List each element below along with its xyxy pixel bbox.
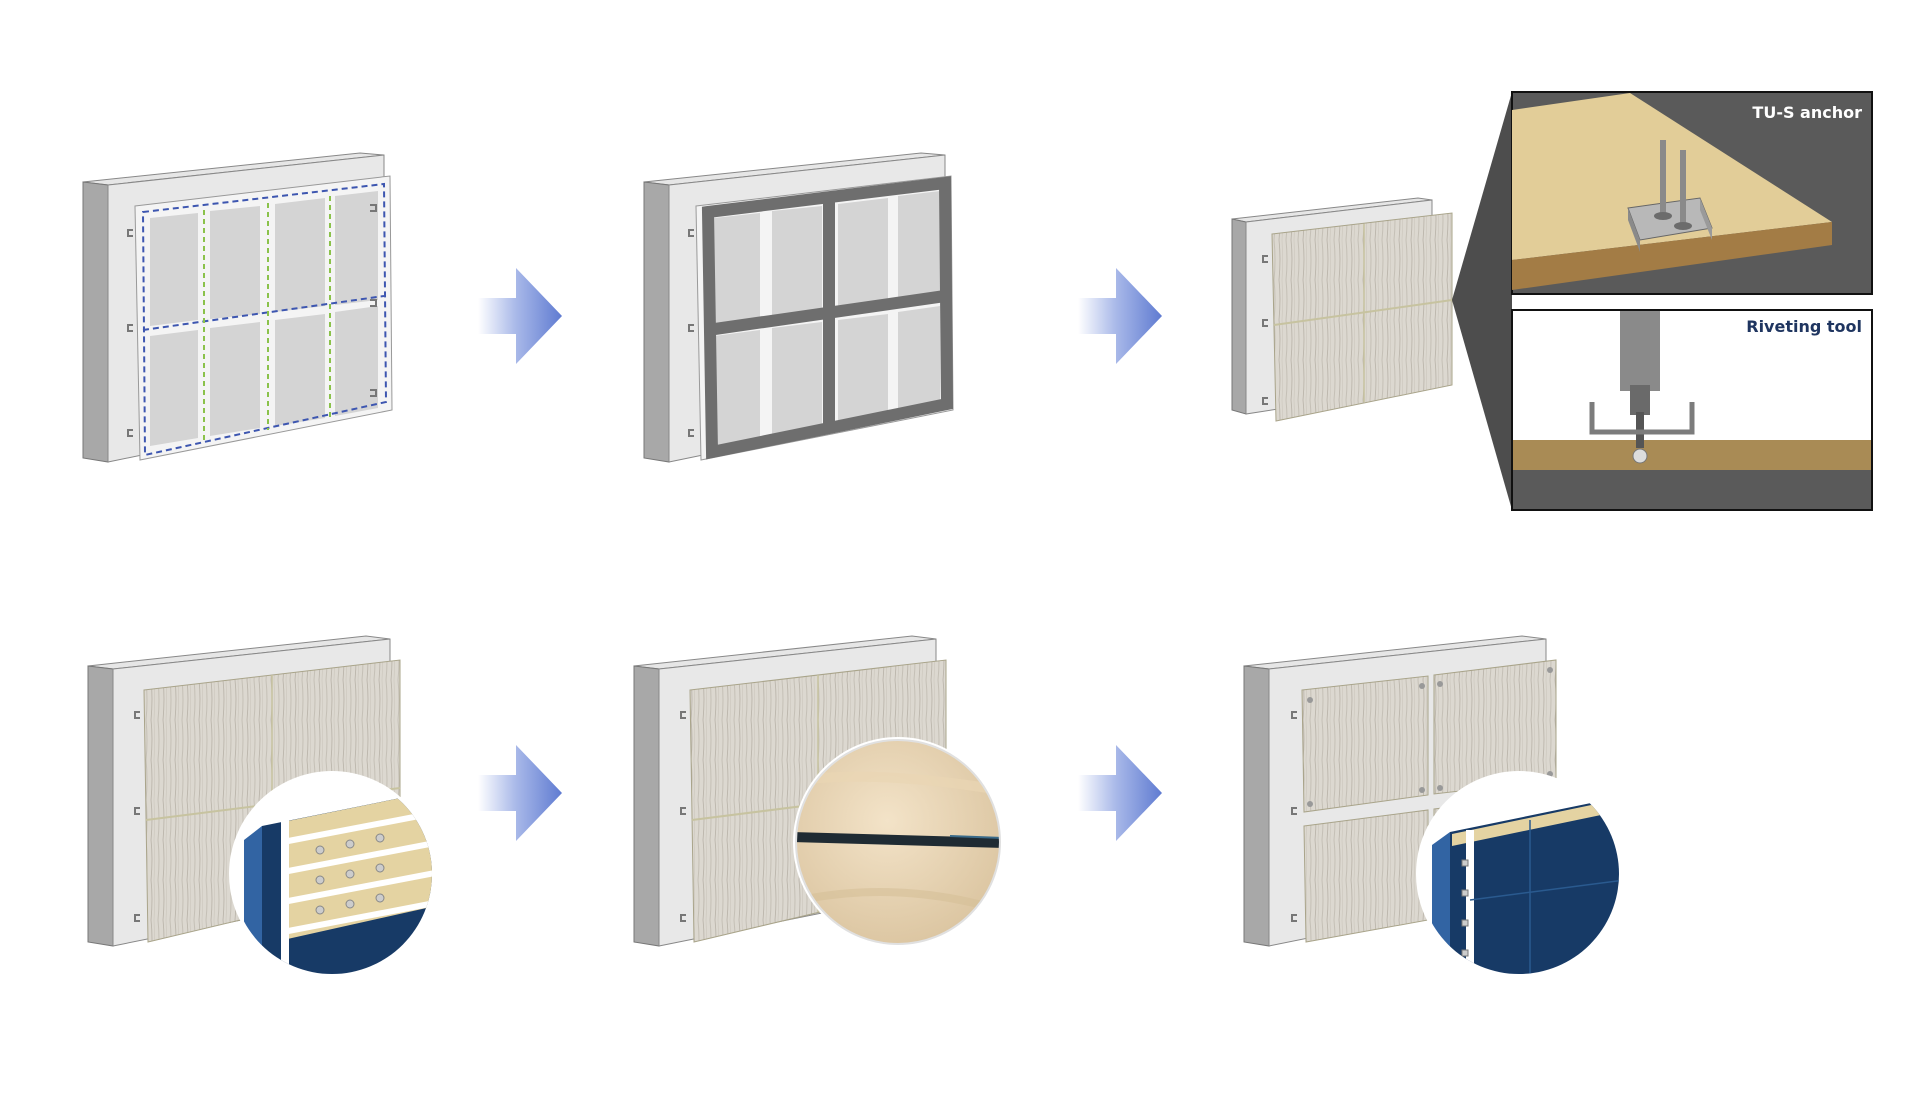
anchor-detail-callout: TU-S anchor [1511,91,1873,295]
finished-wall [1243,635,1622,977]
bracket-icons [134,711,140,922]
panel-zone-7 [275,314,325,426]
panel-anchored-wall [1231,92,1512,510]
tool-label: Riveting tool [1746,317,1862,336]
panel-zone [898,191,940,305]
panel-zone [838,314,888,426]
panel-attachment-zoom-circle [1416,771,1622,977]
frame-layout-wall [82,152,393,463]
slab-edge [1512,222,1832,290]
wall-side [1243,665,1270,947]
panel-zone [714,330,760,446]
frame-installed-wall [643,152,954,463]
wall-side [82,181,109,463]
wall-side [1231,218,1247,415]
wall-side [87,665,114,947]
panel-zone-8 [335,306,378,416]
slab-top [1512,93,1832,260]
bracket-icons [1262,255,1268,405]
rivet-heads [1307,667,1553,807]
bracket-icons [680,711,686,922]
wood-panel-lower-left [1303,809,1429,943]
callout-wedge [1452,92,1512,510]
bracket-icons [1291,711,1297,922]
panel-joint-h [1273,299,1453,326]
process-arrow-4 [1078,745,1162,841]
process-arrow-2 [1078,268,1162,364]
panel-zone [714,213,760,326]
insulation-detail-wall [87,635,435,977]
riveting-detail-callout: Riveting tool [1511,309,1873,511]
panel-zone-6 [210,322,260,436]
anchor-label: TU-S anchor [1752,103,1862,122]
panel-zone [838,198,888,312]
wood-panel-cladding [1271,212,1453,422]
layout-line-blue [141,182,388,457]
steel-subframe [701,176,954,460]
insulation-zoom-circle [229,771,435,977]
panel-zone [772,206,822,319]
subframe-outline [134,175,393,461]
panel-zone [772,322,822,436]
panel-zone-3 [275,198,325,312]
wall-side [633,665,660,947]
bracket-icons [127,204,377,437]
sealant-joint-zoom-circle [793,737,1003,947]
panel-zone [898,306,940,416]
anchor-channel [1627,140,1713,252]
wood-panel-upper-left [1301,675,1429,813]
substrate-base [1513,470,1871,509]
panel-zone-1 [150,213,198,326]
substrate [1513,440,1871,470]
panel-zone-5 [150,330,198,446]
panel-zone-2 [210,206,260,319]
process-arrow-1 [478,268,562,364]
bracket-icons [688,229,694,437]
anchor-channel-section [1589,402,1695,435]
wall-side [643,181,670,463]
layout-line-mid [142,295,385,331]
joint-detail-wall [633,635,1003,947]
panel-zone-4 [335,191,378,305]
process-arrow-3 [478,745,562,841]
